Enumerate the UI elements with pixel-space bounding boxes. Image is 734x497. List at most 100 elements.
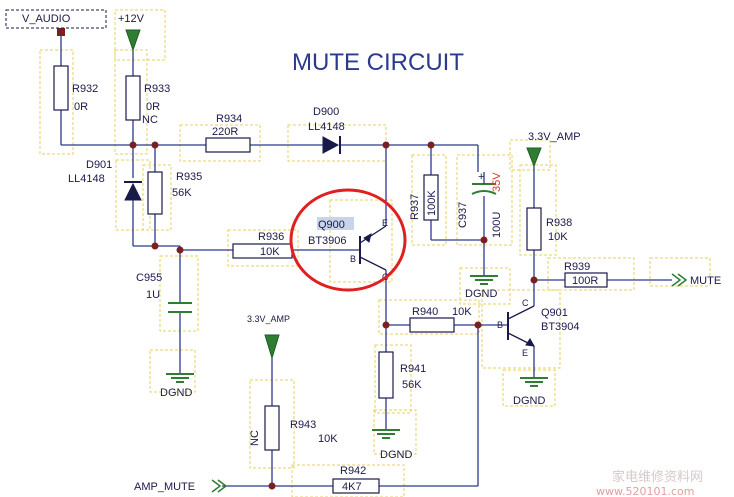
q901-value: BT3904: [541, 321, 580, 333]
diode-d900: D900 LL4148: [308, 106, 345, 154]
r932-ref: R932: [72, 83, 98, 95]
mute-label: MUTE: [690, 275, 721, 287]
amp33-supply-top: 3.3V_AMP: [526, 131, 581, 168]
d901-value: LL4148: [68, 173, 105, 185]
dgnd2-label: DGND: [160, 387, 192, 399]
c937-ref: C937: [457, 202, 469, 228]
r941-value: 56K: [402, 379, 422, 391]
resistor-r935: R935 56K: [147, 171, 202, 215]
r935-ref: R935: [176, 171, 202, 183]
r940-value: 10K: [452, 306, 472, 318]
amp33-supply-small: 3.3V_AMP: [247, 314, 290, 360]
c937-plus: +: [478, 171, 484, 183]
c937-voltage: 35V: [491, 172, 503, 192]
r939-ref: R939: [564, 261, 590, 273]
r943-value: 10K: [318, 433, 338, 445]
ground-dgnd2: DGND: [160, 373, 194, 399]
d901-ref: D901: [86, 159, 112, 171]
q900-pin-e: E: [382, 218, 388, 228]
r937-ref: R937: [409, 194, 421, 220]
diode-d901: D901 LL4148: [68, 159, 142, 201]
resistor-r943: R943 10K NC: [249, 405, 338, 451]
resistor-r940: R940 10K: [409, 306, 472, 333]
amp33-top-label: 3.3V_AMP: [528, 131, 581, 143]
transistor-q901: Q901 BT3904 B C E: [497, 298, 580, 358]
watermark-url: www.520101.com: [596, 485, 694, 497]
transistor-q900: Q900 BT3906 B E C: [308, 217, 389, 282]
resistor-r937: R937 100K: [409, 174, 439, 221]
capacitor-c955: C955 1U: [136, 272, 192, 313]
r932-value: 0R: [74, 101, 88, 113]
resistor-r932: R932 0R: [53, 65, 98, 113]
watermark: 家电维修资料网 www.520101.com: [596, 469, 703, 497]
d900-ref: D900: [313, 106, 339, 118]
q900-value: BT3906: [308, 235, 347, 247]
r938-value: 10K: [548, 231, 568, 243]
r935-value: 56K: [172, 187, 192, 199]
resistor-r933: R933 0R NC: [125, 75, 170, 126]
d900-value: LL4148: [308, 121, 345, 133]
r942-value: 4K7: [342, 481, 362, 493]
q901-pin-e: E: [522, 348, 528, 358]
resistor-r936: R936 10K: [232, 231, 293, 259]
resistor-r942: R942 4K7: [332, 465, 380, 494]
capacitor-c937: + C937 100U 35V: [457, 171, 503, 238]
r933-note: NC: [142, 114, 158, 126]
ground-dgnd4: DGND: [372, 429, 412, 461]
r937-value: 100K: [426, 190, 438, 216]
amp33-small-label: 3.3V_AMP: [247, 314, 290, 324]
resistor-r941: R941 56K: [378, 351, 426, 399]
dgnd4-label: DGND: [380, 449, 412, 461]
r940-ref: R940: [412, 306, 438, 318]
q901-ref: Q901: [541, 307, 568, 319]
q901-pin-c: C: [522, 298, 529, 308]
c937-value: 100U: [491, 212, 503, 238]
junctions: [57, 28, 538, 490]
double-arrow-icon: [211, 479, 228, 493]
q900-ref: Q900: [318, 219, 345, 231]
c955-ref: C955: [136, 272, 162, 284]
nc-label: NC: [249, 430, 261, 446]
r934-value: 220R: [212, 126, 238, 138]
dgnd1-label: DGND: [465, 288, 497, 300]
resistor-r939: R939 100R: [564, 261, 608, 288]
r941-ref: R941: [400, 363, 426, 375]
plus12v-supply: +12V: [118, 13, 145, 52]
r938-ref: R938: [546, 217, 572, 229]
highlight-circle: [289, 188, 407, 292]
dgnd3-label: DGND: [513, 395, 545, 407]
resistor-r938: R938 10K: [526, 207, 572, 251]
ground-dgnd3: DGND: [513, 377, 548, 407]
r933-ref: R933: [144, 83, 170, 95]
r939-value: 100R: [572, 275, 598, 287]
q900-pin-b: B: [350, 254, 356, 264]
emitter-arrow-icon: [363, 232, 372, 243]
supply-arrow-icon: [264, 334, 280, 360]
amp-mute-port: AMP_MUTE: [134, 479, 228, 493]
mute-port: MUTE: [671, 273, 721, 287]
r936-value: 10K: [260, 246, 280, 258]
wires: [60, 30, 672, 487]
r934-ref: R934: [216, 113, 242, 125]
page-title: MUTE CIRCUIT: [292, 49, 464, 76]
supply-arrow-icon: [526, 147, 542, 168]
r933-value: 0R: [146, 101, 160, 113]
supply-arrow-icon: [125, 29, 141, 52]
plus12v-label: +12V: [118, 13, 145, 25]
c955-value: 1U: [146, 289, 160, 301]
emitter-arrow-icon: [525, 338, 535, 347]
q901-pin-b: B: [497, 320, 503, 330]
watermark-text: 家电维修资料网: [612, 469, 703, 485]
r943-ref: R943: [290, 419, 316, 431]
diode-icon: [124, 182, 142, 201]
r936-ref: R936: [258, 231, 284, 243]
v-audio-label: V_AUDIO: [22, 13, 71, 25]
v-audio-port: V_AUDIO: [5, 9, 107, 29]
amp-mute-label: AMP_MUTE: [134, 481, 195, 493]
diode-icon: [322, 136, 340, 154]
double-arrow-icon: [671, 273, 688, 287]
ground-dgnd1: DGND: [465, 272, 498, 300]
resistor-r934: R934 220R: [205, 113, 251, 153]
r942-ref: R942: [340, 465, 366, 477]
